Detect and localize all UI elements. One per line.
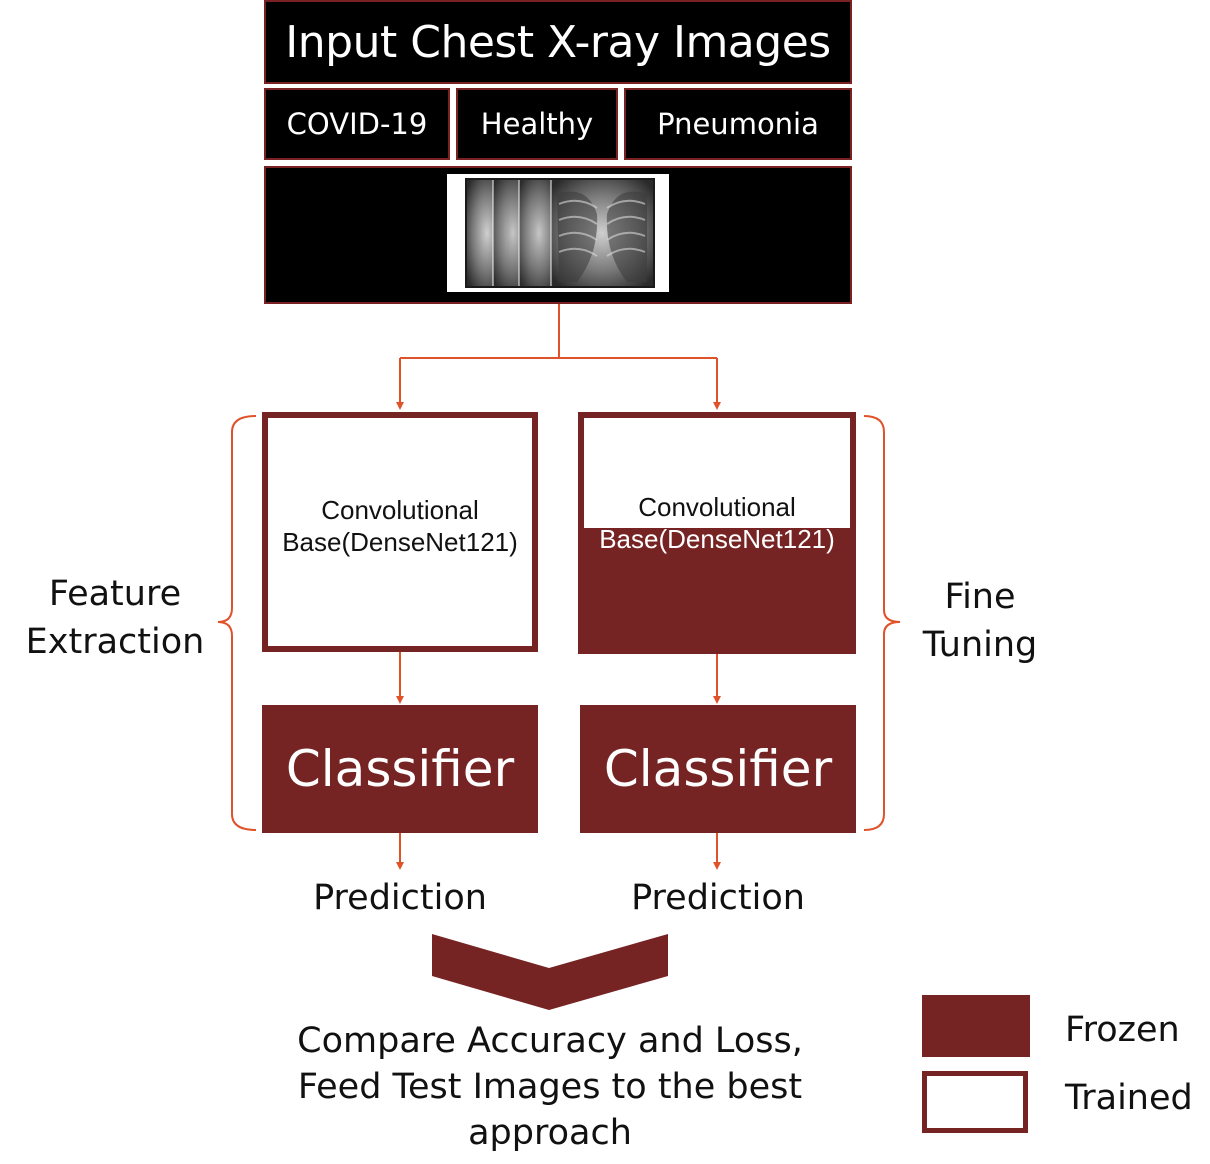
conclusion-text: Compare Accuracy and Loss, Feed Test Ima…	[297, 1021, 803, 1153]
fe-convolutional-base	[262, 412, 538, 652]
ft-base-label: Convolutional Base(DenseNet121)	[578, 491, 856, 555]
ft-base-trained-part	[584, 418, 850, 528]
legend-trained-label: Trained	[1065, 1078, 1193, 1118]
legend-frozen-swatch	[922, 995, 1030, 1057]
fe-base-line2: Base(DenseNet121)	[282, 527, 518, 557]
legend-trained-swatch	[922, 1071, 1028, 1133]
merge-chevron	[432, 934, 668, 1010]
class-label-covid: COVID-19	[264, 88, 450, 160]
ft-base-line1: Convolutional	[638, 492, 796, 522]
ft-classifier: Classifier	[580, 705, 856, 833]
class-label-pneumonia: Pneumonia	[624, 88, 852, 160]
fe-base-label: Convolutional Base(DenseNet121)	[262, 494, 538, 558]
fe-prediction-label: Prediction	[313, 878, 487, 918]
brace-right	[863, 415, 901, 831]
legend-frozen-label: Frozen	[1065, 1010, 1180, 1050]
brace-left	[217, 415, 257, 831]
fine-tuning-label: Fine Tuning	[922, 577, 1038, 665]
feature-extraction-label: Feature Extraction	[25, 574, 205, 662]
xray-image-stack	[447, 174, 669, 292]
ft-base-line2: Base(DenseNet121)	[599, 524, 835, 554]
input-title: Input Chest X-ray Images	[264, 0, 852, 84]
ft-prediction-label: Prediction	[631, 878, 805, 918]
fe-classifier: Classifier	[262, 705, 538, 833]
class-label-healthy: Healthy	[456, 88, 618, 160]
fe-base-line1: Convolutional	[321, 495, 479, 525]
